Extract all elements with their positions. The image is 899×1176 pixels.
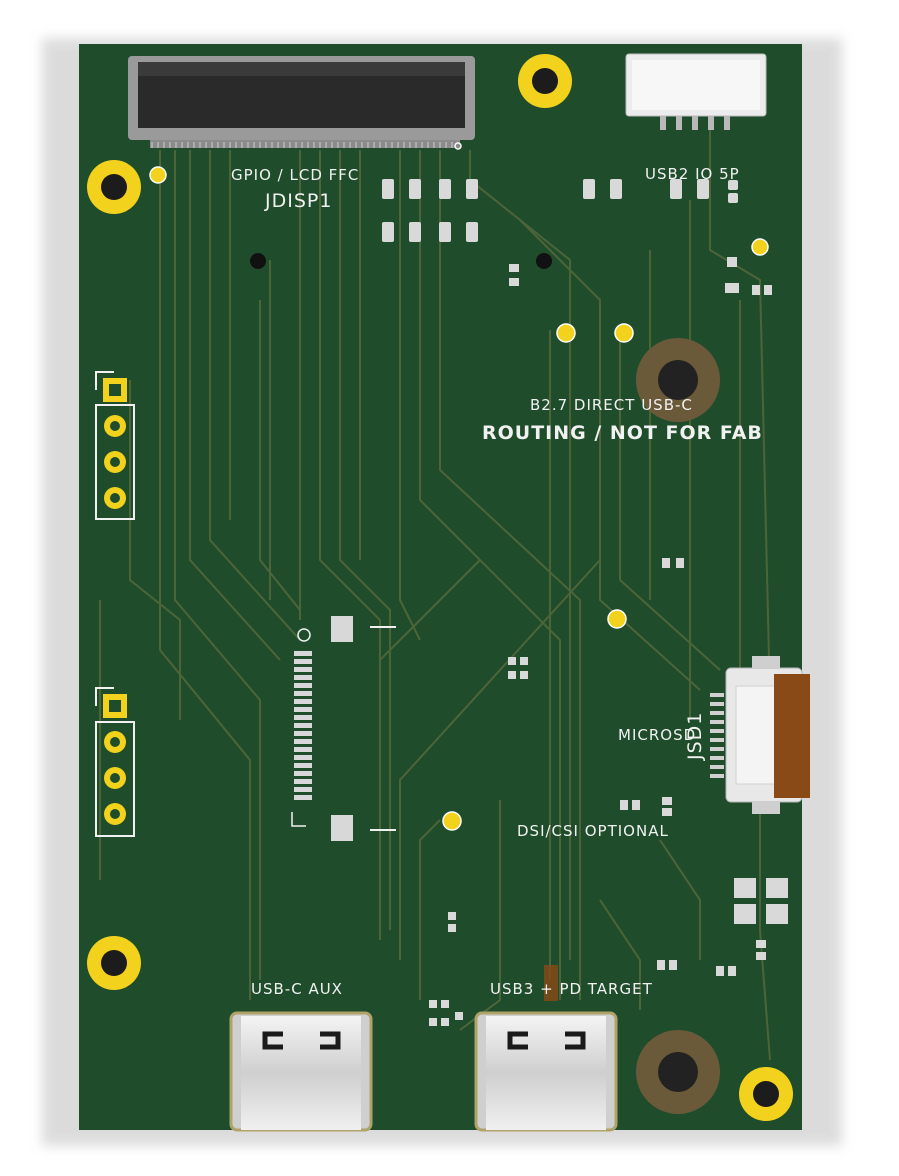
usb3-pd-target-connector xyxy=(474,1011,618,1132)
usb2-io-5p-connector xyxy=(625,53,767,130)
pin-header-upper xyxy=(95,371,135,520)
copper-traces xyxy=(99,120,771,1061)
label-microsd: MICROSD xyxy=(618,726,697,744)
smd-pads-top xyxy=(382,179,772,295)
standoffs xyxy=(636,338,720,1114)
ffc-connector-jdisp1 xyxy=(128,56,475,150)
label-routing-not-for-fab: ROUTING / NOT FOR FAB xyxy=(482,422,763,444)
ribbon-pad xyxy=(544,965,558,1001)
usb-c-aux-connector xyxy=(229,1011,373,1132)
pin-header-lower xyxy=(95,687,135,837)
label-usb2-io-5p: USB2 IO 5P xyxy=(645,165,740,183)
mounting-holes xyxy=(87,54,793,1121)
microsd-connector xyxy=(710,656,810,814)
label-jsd1: JSD1 xyxy=(684,711,706,760)
label-usb-c-aux: USB-C AUX xyxy=(251,980,343,998)
label-b27-direct-usbc: B2.7 DIRECT USB-C xyxy=(530,396,693,414)
dsi-csi-footprint xyxy=(291,616,396,841)
smd-pads-bottom-right xyxy=(429,558,788,1026)
label-dsi-csi-optional: DSI/CSI OPTIONAL xyxy=(517,822,669,840)
label-usb3-pd-target: USB3 + PD TARGET xyxy=(490,980,653,998)
label-gpio-lcd-ffc: GPIO / LCD FFC xyxy=(231,166,360,184)
test-points xyxy=(149,166,769,831)
label-jdisp1: JDISP1 xyxy=(265,190,333,212)
via-dark xyxy=(250,253,552,269)
